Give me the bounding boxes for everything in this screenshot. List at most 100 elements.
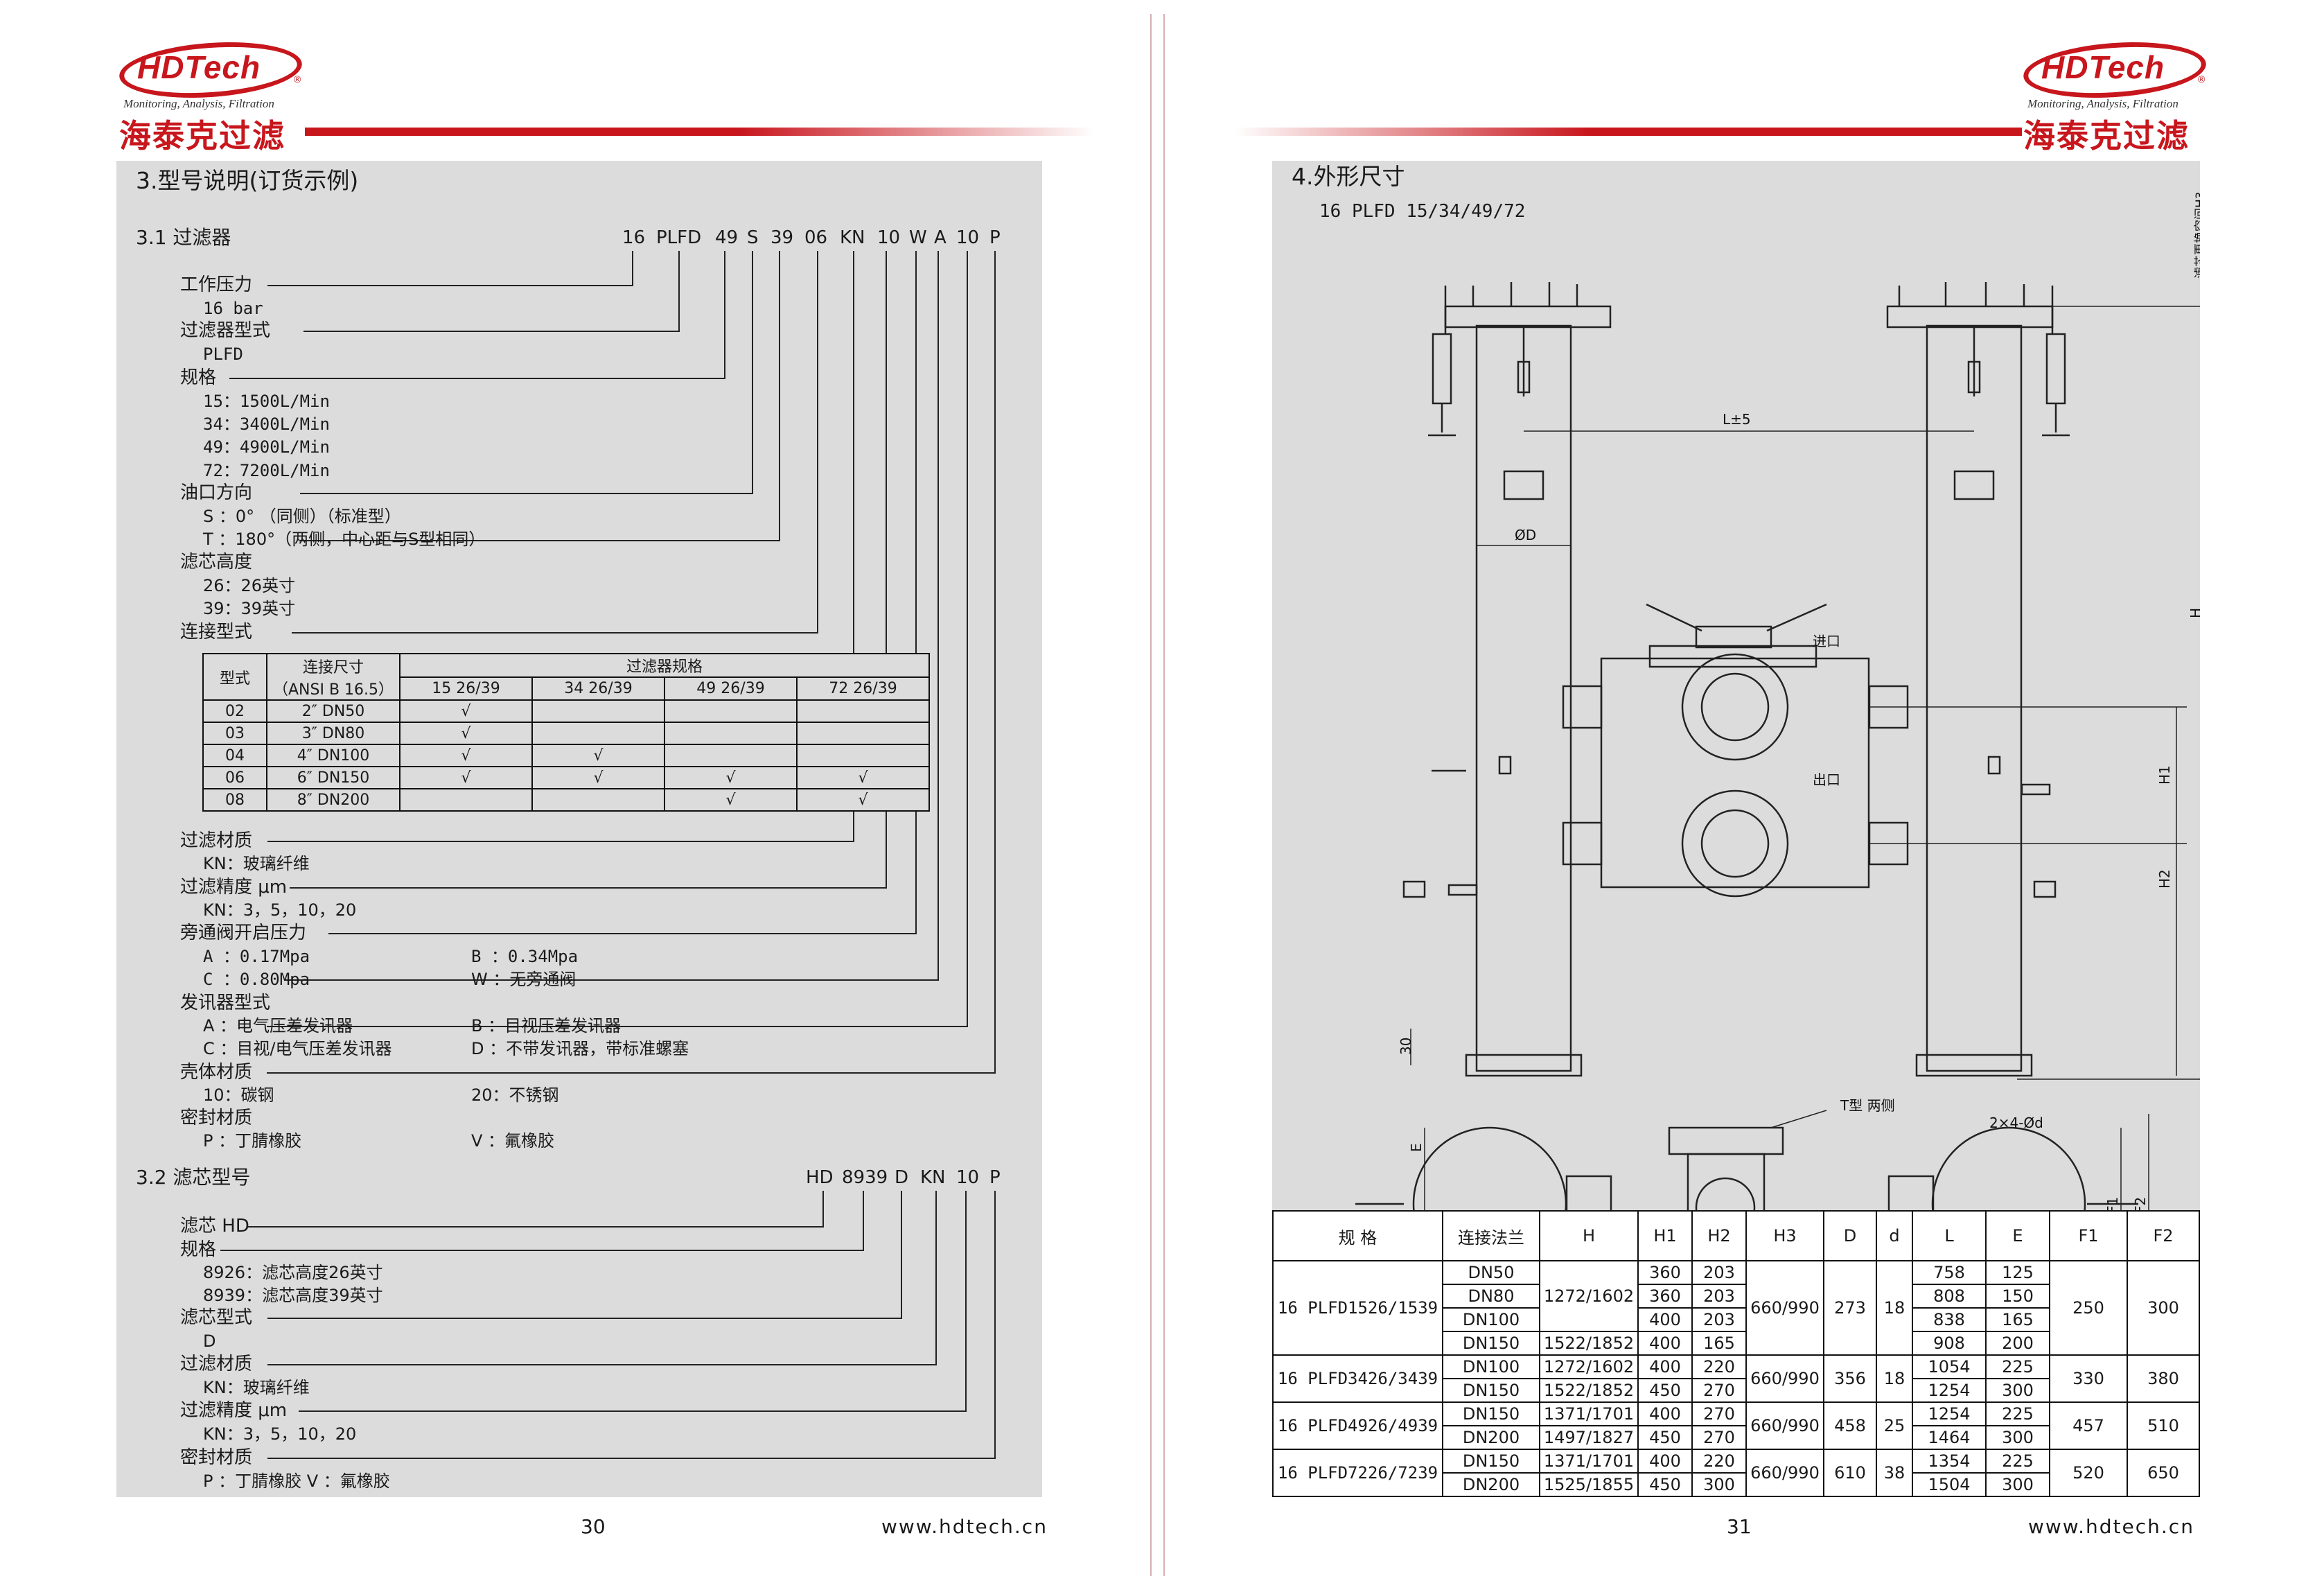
right-housing — [1926, 324, 2023, 1072]
cell: 1522/1852 — [1539, 1378, 1639, 1403]
cell: 1354 — [1912, 1449, 1987, 1474]
label-h: H — [2187, 608, 2200, 618]
cell: DN150 — [1442, 1401, 1540, 1426]
cell: 16 PLFD4926/4939 — [1272, 1401, 1443, 1450]
code-seg: 10 — [956, 1167, 980, 1188]
cell: 660/990 — [1745, 1401, 1824, 1450]
cell: 203 — [1691, 1260, 1747, 1285]
cell: 1272/1602 — [1539, 1354, 1639, 1379]
cell: 125 — [1985, 1260, 2050, 1285]
cell: 356 — [1823, 1354, 1877, 1403]
cell: 220 — [1691, 1449, 1747, 1474]
cell: 1525/1855 — [1539, 1472, 1639, 1497]
cell: 458 — [1823, 1401, 1877, 1450]
table-row: DN200 1525/1855 450 300 1504 300 — [1273, 1472, 2199, 1497]
cell: √ — [531, 766, 665, 789]
cell: √ — [399, 744, 533, 767]
table-row: DN150 1522/1852 400 165 908 200 — [1273, 1331, 2199, 1356]
label-f2: F2×F2 — [2132, 1197, 2149, 1210]
cell: √ — [796, 766, 930, 789]
item-label: 过滤器型式 — [180, 320, 271, 341]
cell: DN150 — [1442, 1331, 1540, 1356]
table-row: 16 PLFD3426/3439 DN100 1272/1602 400 220… — [1272, 1354, 2200, 1403]
cell: 18 — [1876, 1354, 1913, 1403]
cell — [664, 699, 798, 723]
cell: 520 — [2049, 1449, 2128, 1497]
item-sub: P ：丁腈橡胶 — [203, 1131, 302, 1151]
reg-mark: ® — [294, 73, 301, 85]
label-h1: H1 — [2156, 765, 2173, 785]
code-seg: P — [989, 227, 1001, 248]
cell — [664, 722, 798, 745]
table-row: 06 6″ DN150 √ √ √ √ — [202, 766, 930, 789]
dimension-table: 规 格 连接法兰 H H1 H2 H3 D d L E F1 F2 16 PLF… — [1272, 1210, 2200, 1497]
code-seg: S — [747, 227, 759, 248]
code-seg: KN — [920, 1167, 946, 1188]
cell — [399, 788, 533, 812]
th-size: 连接尺寸 — [266, 653, 400, 677]
label-l: L±5 — [1723, 411, 1751, 428]
cell: 300 — [1985, 1472, 2050, 1497]
code-seg: KN — [840, 227, 865, 248]
cell: 758 — [1912, 1260, 1987, 1285]
cell: √ — [796, 788, 930, 812]
item-sub: KN：3，5，10，20 — [203, 900, 357, 920]
cell: 270 — [1691, 1378, 1747, 1403]
cell: 1504 — [1912, 1472, 1987, 1497]
cell: 06 — [202, 766, 267, 789]
code-seg: HD — [806, 1167, 834, 1188]
item-label: 油口方向 — [180, 482, 253, 503]
cell: 660/990 — [1745, 1449, 1824, 1497]
table-row: DN150 1522/1852 450 270 1254 300 — [1273, 1378, 2199, 1403]
cell: 08 — [202, 788, 267, 812]
th-spec-col: 72 26/39 — [796, 676, 930, 701]
page-edge — [1150, 14, 1152, 1576]
item-label: 发讯器型式 — [180, 993, 271, 1013]
page-edge — [1163, 14, 1165, 1576]
cell: 16 PLFD3426/3439 — [1272, 1354, 1443, 1403]
cell: 1254 — [1912, 1378, 1987, 1403]
item-sub: PLFD — [203, 344, 243, 364]
cell: √ — [531, 744, 665, 767]
item-sub: A ：0.17Mpa — [203, 947, 310, 966]
code-seg: 10 — [956, 227, 980, 248]
cell: 4″ DN100 — [266, 744, 400, 767]
cell: 1522/1852 — [1539, 1331, 1639, 1356]
code-seg: 8939 — [842, 1167, 888, 1188]
website-url: www.hdtech.cn — [881, 1515, 1048, 1538]
top-view-right-flange — [1931, 1126, 2086, 1210]
item-sub: 15：1500L/Min — [203, 392, 330, 411]
section-title: 4.外形尺寸 — [1292, 163, 1405, 190]
cell: 25 — [1876, 1401, 1913, 1450]
header-bar — [1235, 128, 2022, 136]
label-30: 30 — [1398, 1038, 1414, 1055]
th: d — [1876, 1210, 1913, 1261]
cell: 04 — [202, 744, 267, 767]
cell: 270 — [1691, 1401, 1747, 1426]
table-row: 16 PLFD4926/4939 DN150 1371/1701 400 270… — [1272, 1401, 2200, 1450]
cell: 400 — [1637, 1307, 1693, 1332]
code-seg: 49 — [715, 227, 739, 248]
item-sub: 39：39英寸 — [203, 599, 296, 618]
th: F2 — [2127, 1210, 2200, 1261]
cell: 400 — [1637, 1449, 1693, 1474]
item-sub: P ：丁腈橡胶 V ：氟橡胶 — [203, 1471, 390, 1491]
item-label: 滤芯 HD — [180, 1216, 249, 1237]
logo-text: HDTech — [137, 49, 261, 85]
cell: DN50 — [1442, 1260, 1540, 1285]
table-row: 08 8″ DN200 √ √ — [202, 788, 930, 812]
item-sub: C ：0.80Mpa — [203, 970, 310, 989]
item-label: 过滤精度 μm — [180, 877, 288, 898]
item-label: 过滤材质 — [180, 1354, 253, 1374]
cell: 400 — [1637, 1331, 1693, 1356]
cell: 1254 — [1912, 1401, 1987, 1426]
cell: 360 — [1637, 1260, 1693, 1285]
brand-logo: HDTech ® Monitoring, Analysis, Filtratio… — [2021, 36, 2210, 155]
cell: 908 — [1912, 1331, 1987, 1356]
left-housing — [1475, 324, 1572, 1072]
cell: 270 — [1691, 1425, 1747, 1450]
item-sub: 16 bar — [203, 299, 263, 318]
cell: 6″ DN150 — [266, 766, 400, 789]
table-row: DN80 360 203 808 150 — [1273, 1284, 2199, 1309]
section-title: 3.型号说明(订货示例) — [136, 167, 359, 194]
